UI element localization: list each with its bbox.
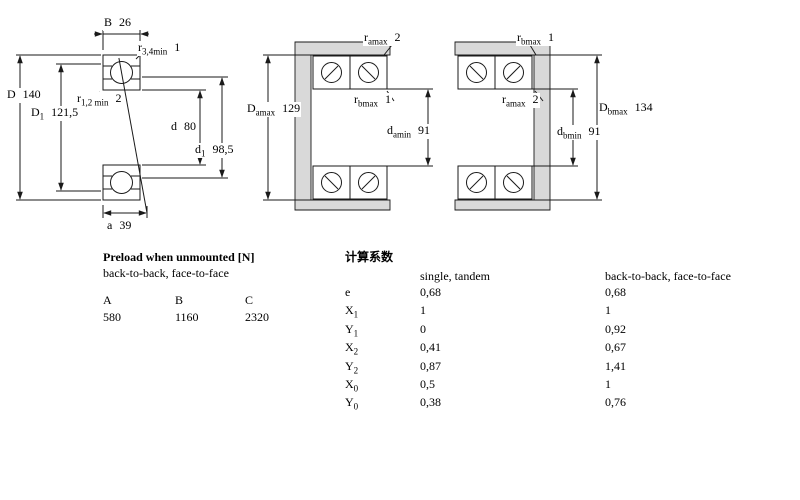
factors-header-spacer: [345, 270, 420, 283]
mounting-dimensions-drawing-b: [454, 41, 602, 211]
preload-subtitle: back-to-back, face-to-face: [103, 266, 229, 280]
factor-sym-Y1: Y1: [345, 321, 359, 339]
factor-value: 0,68: [605, 285, 626, 299]
contact-angle-line: [118, 57, 148, 214]
mounting-dimensions-drawing-a: [263, 41, 433, 211]
preload-header-B: B: [175, 293, 184, 307]
bearing-ring-top: [102, 54, 141, 91]
factor-value: 0,87: [420, 358, 441, 373]
preload-header-A: A: [103, 293, 112, 307]
factor-sym-X2: X2: [345, 340, 359, 357]
factor-value: 1: [420, 303, 426, 318]
bearing-ring-bottom: [102, 164, 141, 201]
preload-value-C: 2320: [245, 310, 269, 324]
factor-value: 1,41: [605, 358, 626, 373]
factors-col1-header: single, tandem: [420, 269, 490, 283]
factors-title: 计算系数: [345, 250, 394, 264]
factor-sym-Y0: Y0: [345, 395, 359, 412]
preload-value-B: 1160: [175, 310, 199, 324]
factor-value: 0,76: [605, 395, 626, 410]
factors-table: single, tandem back-to-back, face-to-fac…: [345, 270, 775, 412]
factor-value: 0,38: [420, 395, 441, 410]
factor-value: 0,41: [420, 340, 441, 355]
preload-table: A B C 580 1160 2320: [103, 294, 335, 324]
factor-value: 0: [420, 321, 426, 336]
factor-sym-e: e: [345, 285, 351, 299]
factor-sym-X0: X0: [345, 376, 359, 394]
calculation-factors-section: 计算系数 single, tandem back-to-back, face-t…: [345, 250, 775, 412]
ball-bottom: [110, 171, 133, 194]
factor-sym-X1: X1: [345, 303, 359, 320]
factor-value: 1: [605, 303, 611, 318]
preload-header-C: C: [245, 293, 254, 307]
preload-section: Preload when unmounted [N] back-to-back,…: [103, 250, 335, 324]
factor-sym-Y2: Y2: [345, 358, 359, 375]
factor-value: 1: [605, 376, 611, 391]
preload-title: Preload when unmounted [N]: [103, 250, 255, 264]
factor-value: 0,92: [605, 321, 626, 336]
preload-value-A: 580: [103, 310, 121, 324]
factors-col2-header: back-to-back, face-to-face: [605, 269, 731, 283]
factor-value: 0,67: [605, 340, 626, 355]
factor-value: 0,5: [420, 376, 435, 391]
factor-value: 0,68: [420, 285, 441, 299]
